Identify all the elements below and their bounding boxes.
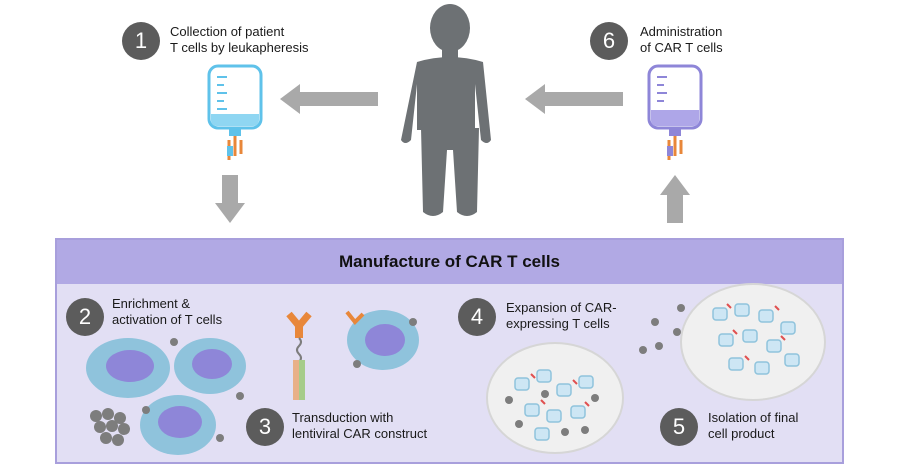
- culture-dish-icon: [486, 342, 624, 454]
- final-product-dish-icon: [639, 283, 826, 401]
- t-cells-illustration: [86, 338, 246, 455]
- panel-header: Manufacture of CAR T cells: [57, 240, 842, 284]
- step-6-caption: Administration of CAR T cells: [640, 24, 723, 55]
- person-silhouette-icon: [401, 4, 491, 216]
- step-1-caption: Collection of patient T cells by leukaph…: [170, 24, 309, 55]
- step-4-caption: Expansion of CAR- expressing T cells: [506, 300, 617, 331]
- step-5-number: 5: [660, 408, 698, 446]
- arrow-down-icon: [215, 175, 245, 223]
- step-2-caption: Enrichment & activation of T cells: [112, 296, 223, 327]
- step-4-number: 4: [458, 298, 496, 336]
- step-2-number: 2: [66, 298, 104, 336]
- arrow-left-top-icon: [280, 84, 378, 114]
- iv-bag-purple-icon: [647, 64, 703, 160]
- car-construct-icon: [286, 310, 419, 400]
- t-cell-icon: [140, 395, 216, 455]
- arrow-left-right-icon: [525, 84, 623, 114]
- step-1-number: 1: [122, 22, 160, 60]
- step-6-number: 6: [590, 22, 628, 60]
- step-3-number: 3: [246, 408, 284, 446]
- t-cell-icon: [86, 338, 170, 398]
- step-5-caption: Isolation of final cell product: [708, 410, 799, 441]
- arrow-up-icon: [660, 175, 690, 223]
- t-cell-icon: [174, 338, 246, 394]
- bead-cluster-icon: [90, 338, 244, 446]
- panel-title: Manufacture of CAR T cells: [338, 252, 561, 271]
- iv-bag-blue-icon: [207, 64, 263, 160]
- step-3-caption: Transduction with lentiviral CAR constru…: [292, 410, 428, 441]
